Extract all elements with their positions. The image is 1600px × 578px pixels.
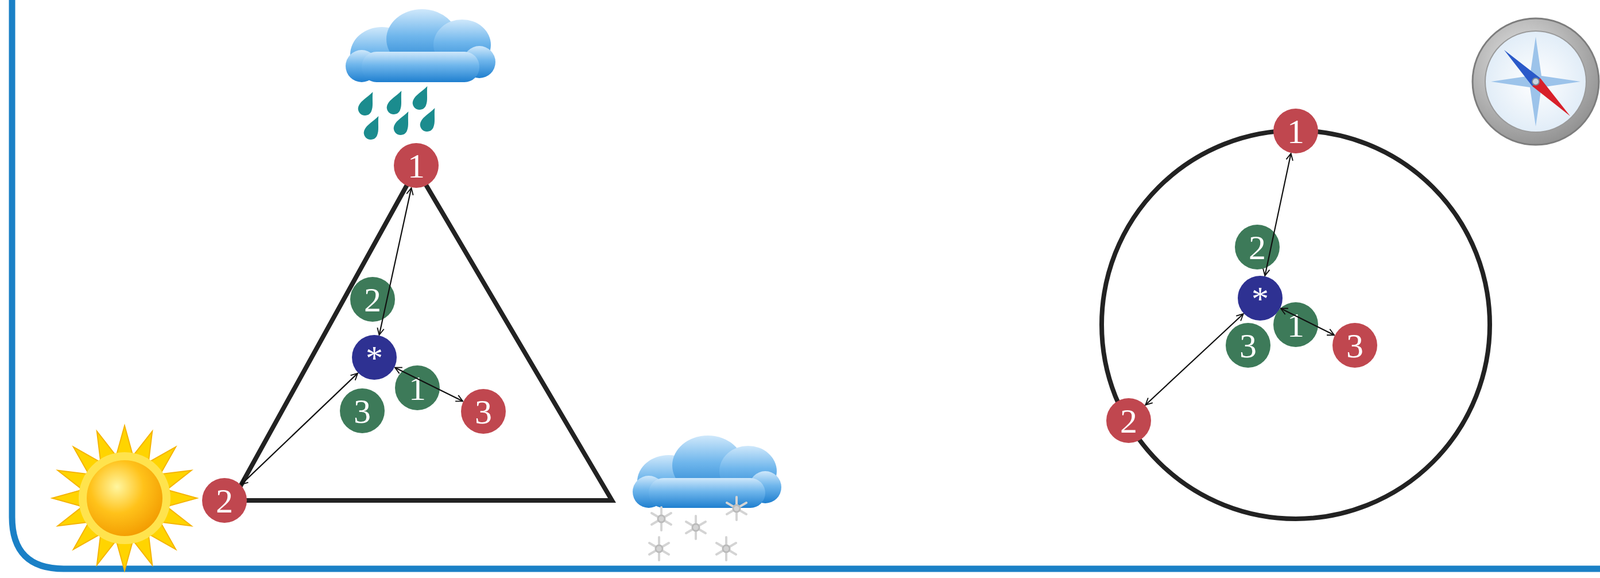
snow-cloud-icon: [632, 435, 782, 560]
triangle-outline: [232, 168, 612, 501]
double-arrow: [1280, 308, 1335, 335]
label-circle: 1: [394, 365, 440, 410]
page-frame: [12, 0, 1600, 569]
hub-circle: *: [351, 334, 397, 380]
node-label: 2: [1248, 230, 1266, 265]
double-arrow: [1145, 313, 1243, 405]
double-arrow: [379, 187, 412, 335]
terminal-circle: 1: [1273, 108, 1319, 154]
node-label: 1: [1287, 307, 1305, 343]
label-circle: 3: [339, 388, 385, 433]
node-label: 1: [408, 370, 426, 406]
node-label: 2: [215, 483, 234, 518]
terminal-circle: 1: [393, 142, 439, 188]
node-label: 1: [1287, 114, 1305, 149]
label-circle: 2: [350, 276, 395, 322]
terminal-circle: 3: [1332, 322, 1378, 368]
node-label: *: [1251, 281, 1269, 316]
terminal-circle: 2: [1106, 397, 1152, 443]
double-arrow: [394, 367, 463, 402]
double-arrow: [241, 373, 358, 485]
label-circle: 1: [1273, 301, 1319, 347]
node-label: 3: [1346, 328, 1364, 363]
compass-icon: [1472, 18, 1599, 145]
label-circle: 3: [1225, 322, 1271, 368]
circle-outline: [1101, 130, 1490, 519]
node-label: 3: [353, 393, 371, 429]
label-circle: 2: [1234, 224, 1280, 270]
node-label: 3: [1239, 328, 1257, 363]
node-label: 3: [474, 394, 492, 429]
node-label: 1: [407, 148, 425, 184]
rain-cloud-icon: [345, 9, 496, 142]
terminal-circle: 3: [460, 388, 506, 434]
sun-icon: [52, 425, 197, 571]
node-label: 2: [363, 282, 382, 317]
node-label: *: [365, 340, 383, 375]
terminal-circle: 2: [202, 477, 247, 523]
node-label: 2: [1120, 403, 1138, 439]
double-arrow: [1264, 153, 1291, 276]
